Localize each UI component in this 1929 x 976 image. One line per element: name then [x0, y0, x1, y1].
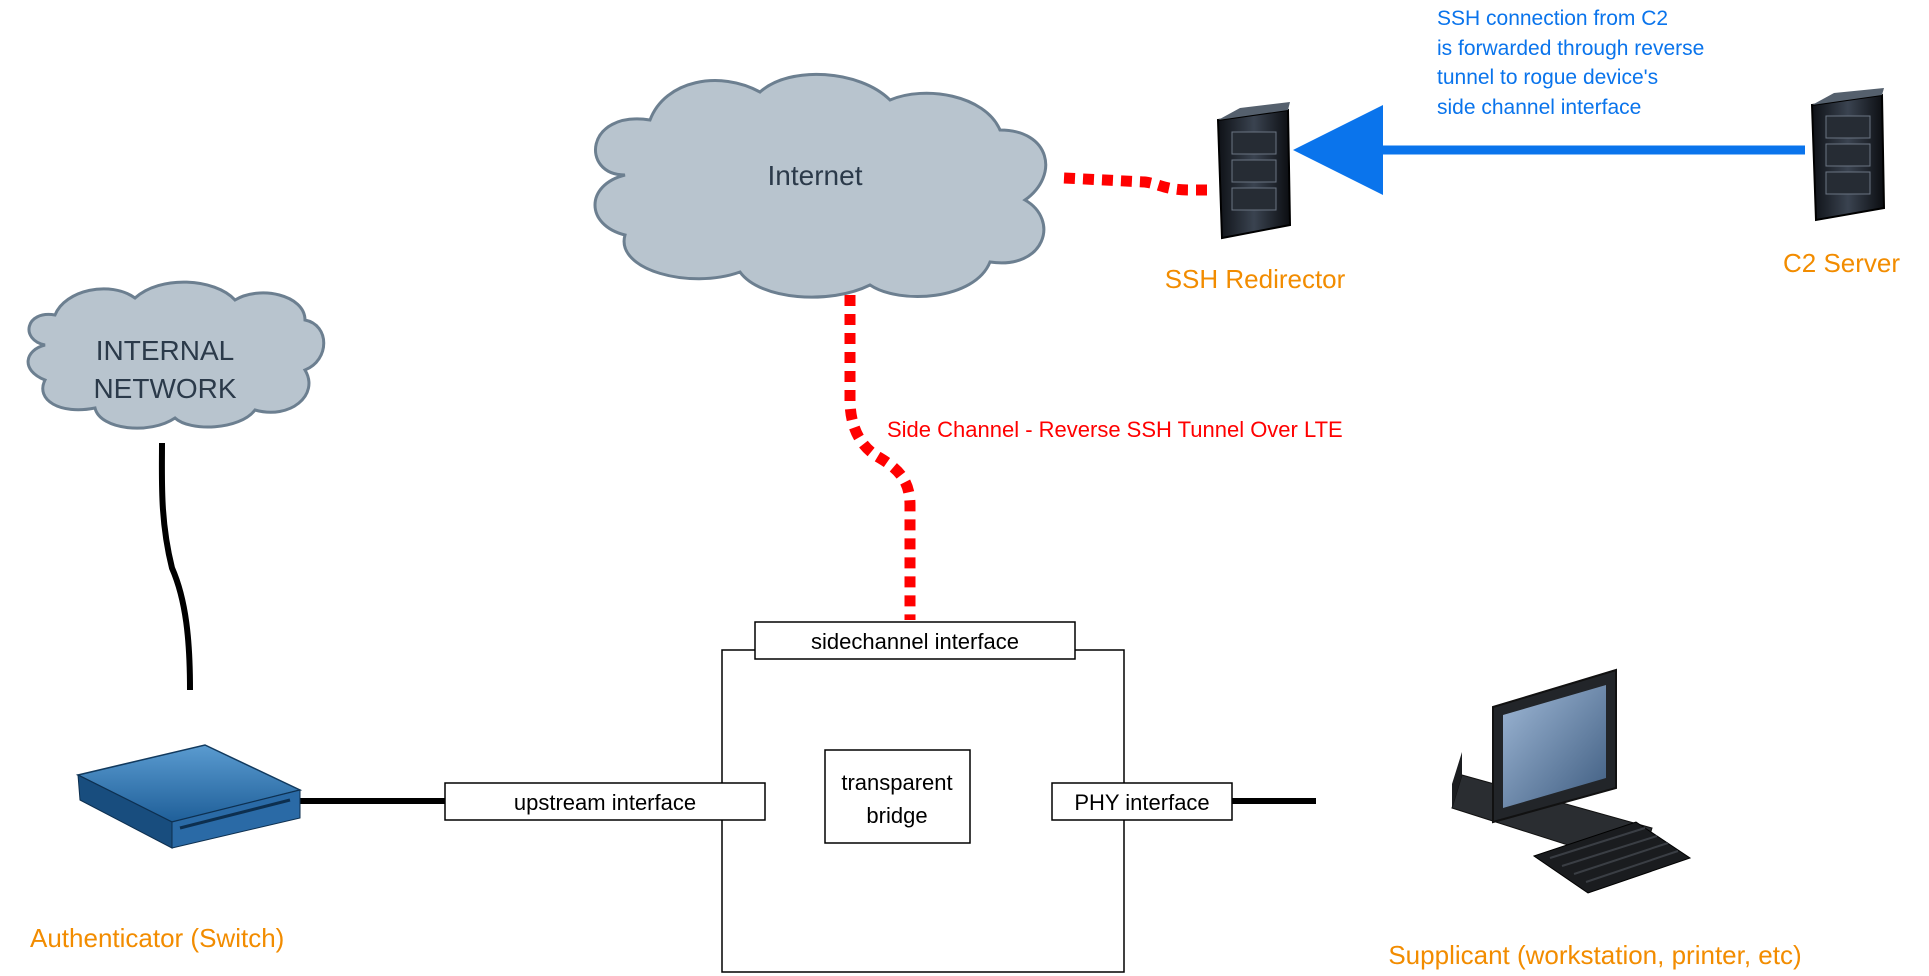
tunnel-internet-to-rogue: [844, 295, 916, 620]
tunnel-internet-to-redirector: [1063, 172, 1212, 196]
side-channel-annotation: Side Channel - Reverse SSH Tunnel Over L…: [887, 417, 1343, 442]
c2-server: C2 Server: [1783, 88, 1900, 278]
server-rack-icon: [1810, 88, 1886, 222]
supplicant: Supplicant (workstation, printer, etc): [1388, 668, 1802, 970]
desktop-computer-icon: [1451, 668, 1692, 894]
ssh-redirector: SSH Redirector: [1165, 102, 1346, 294]
internal-network-to-switch-wire: [158, 442, 193, 691]
upstream-interface-label: upstream interface: [514, 790, 696, 815]
phy-interface-label: PHY interface: [1074, 790, 1209, 815]
authenticator: Authenticator (Switch): [30, 744, 303, 953]
ssh-forward-line-1: SSH connection from C2: [1437, 7, 1668, 30]
transparent-bridge-box: transparent bridge: [824, 749, 971, 844]
internal-network-label-line2: NETWORK: [93, 373, 236, 404]
sidechannel-interface-label: sidechannel interface: [811, 629, 1019, 654]
network-switch-icon: [75, 744, 303, 849]
ssh-forward-line-4: side channel interface: [1437, 96, 1641, 119]
ssh-forward-annotation: SSH connection from C2 is forwarded thro…: [1437, 7, 1704, 119]
bridge-label-line1: transparent: [841, 770, 952, 795]
internet-cloud: Internet: [593, 72, 1048, 299]
authenticator-label: Authenticator (Switch): [30, 923, 284, 953]
ssh-forward-line-2: is forwarded through reverse: [1437, 37, 1704, 60]
ssh-forward-line-3: tunnel to rogue device's: [1437, 66, 1658, 89]
rogue-device: sidechannel interface upstream interface…: [444, 621, 1233, 973]
phy-interface-box: PHY interface: [1051, 782, 1233, 821]
cloud-shape: [593, 72, 1048, 299]
server-rack-icon: [1216, 102, 1292, 240]
internal-network-cloud: INTERNAL NETWORK: [26, 280, 326, 430]
ssh-redirector-label: SSH Redirector: [1165, 264, 1346, 294]
internet-label: Internet: [768, 160, 863, 191]
c2-server-label: C2 Server: [1783, 248, 1900, 278]
internal-network-label-line1: INTERNAL: [96, 335, 234, 366]
sidechannel-interface-box: sidechannel interface: [754, 621, 1076, 660]
upstream-interface-box: upstream interface: [444, 782, 766, 821]
supplicant-label: Supplicant (workstation, printer, etc): [1388, 940, 1801, 970]
bridge-label-line2: bridge: [866, 803, 927, 828]
cloud-shape: [26, 280, 326, 430]
reverse-ssh-tunnel: [844, 172, 1212, 620]
